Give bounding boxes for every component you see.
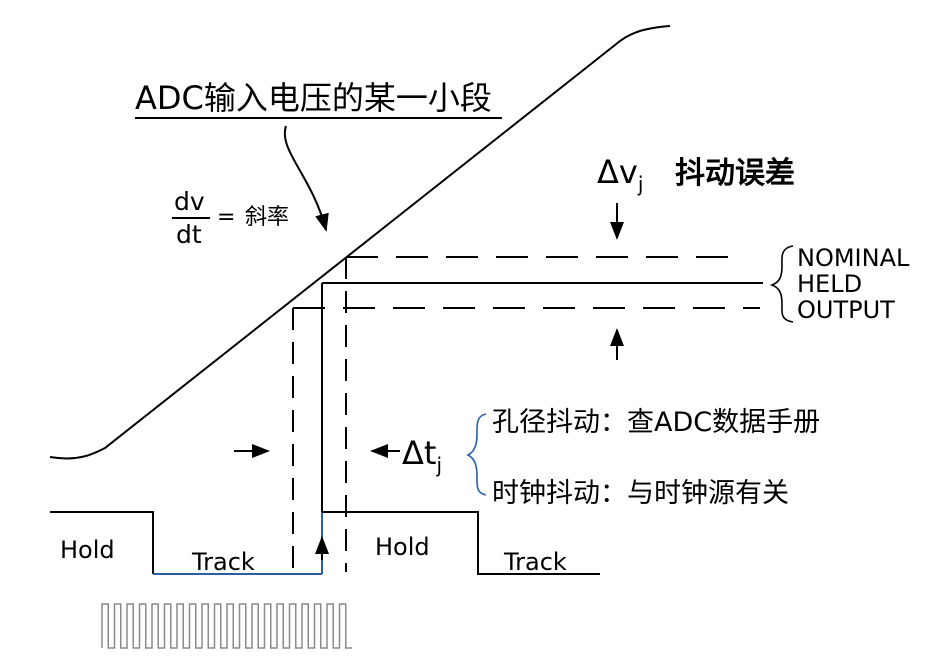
delta-t-symbol: Δtj <box>402 434 442 477</box>
input-voltage-ramp <box>49 25 671 460</box>
hold-label-1: Hold <box>60 536 115 564</box>
slope-denominator: dt <box>176 220 202 249</box>
output-label: OUTPUT <box>797 296 895 324</box>
jitter-error-label: 抖动误差 <box>675 156 795 191</box>
track-hold-waveform-right <box>322 511 600 575</box>
held-label: HELD <box>797 270 862 298</box>
jitter-sources-brace <box>466 413 487 496</box>
delta-v-symbol: Δvj <box>597 153 643 196</box>
output-brace <box>769 245 794 323</box>
clock-jitter-label: 时钟抖动：与时钟源有关 <box>492 478 789 509</box>
clock-pulse-train <box>101 603 352 649</box>
slope-numerator: dv <box>174 187 205 216</box>
clock-pulse-path <box>101 603 352 649</box>
nominal-label: NOMINAL <box>797 244 910 272</box>
diagram-title: ADC输入电压的某一小段 <box>135 79 492 117</box>
hold-label-2: Hold <box>375 533 430 561</box>
track-hold-waveform-left <box>50 511 154 574</box>
slope-equals: = <box>217 205 235 230</box>
track-label-1: Track <box>191 548 255 576</box>
slope-label: 斜率 <box>245 205 289 230</box>
aperture-jitter-label: 孔径抖动：查ADC数据手册 <box>492 407 820 438</box>
title-pointer-arrow <box>283 125 329 232</box>
track-label-2: Track <box>503 548 567 576</box>
